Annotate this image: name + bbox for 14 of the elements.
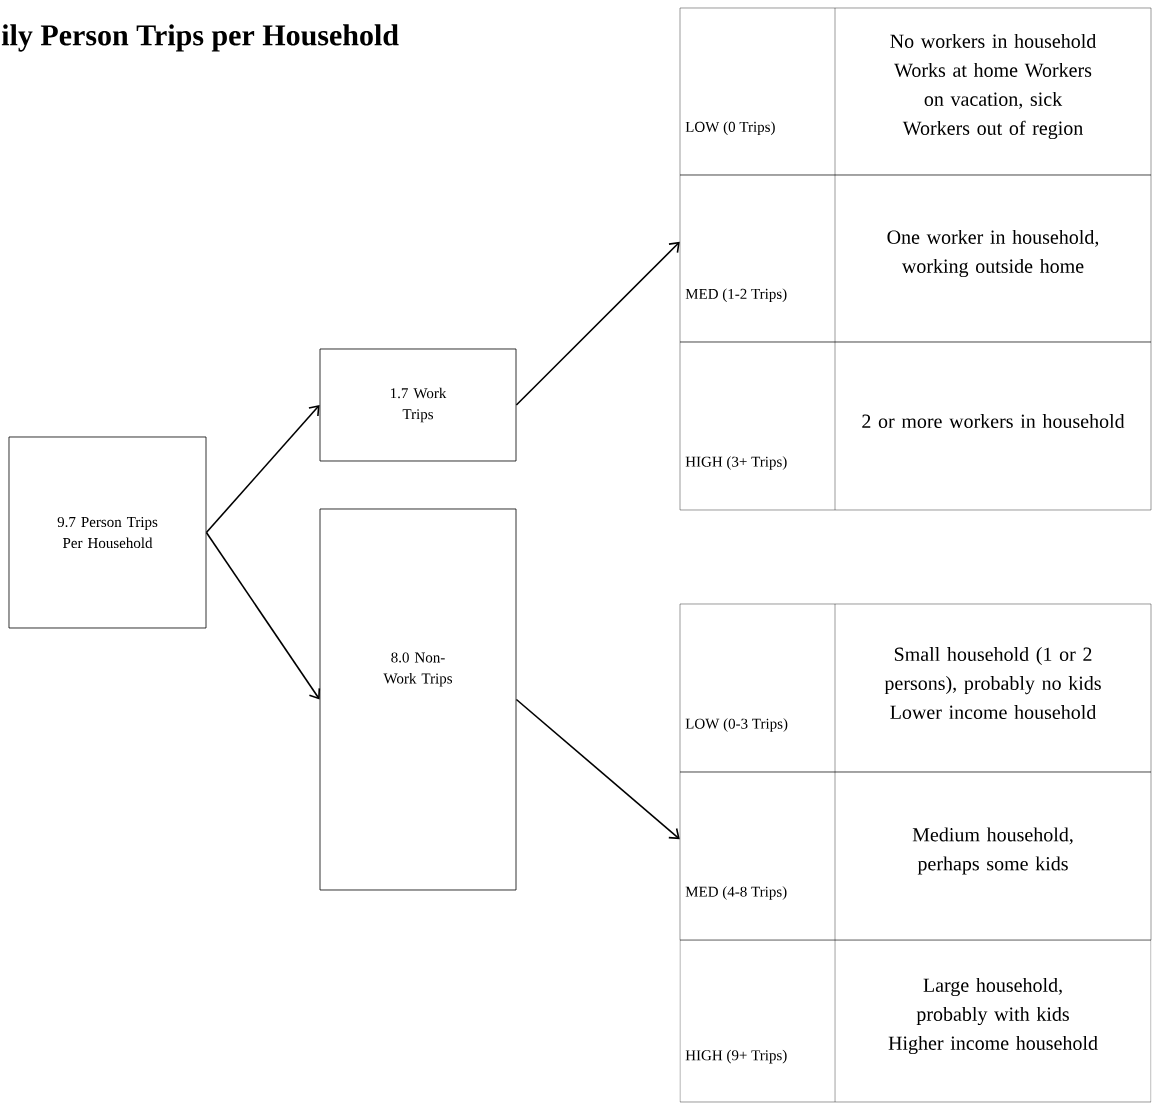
table-row: LOW (0 Trips) No workers in household Works at home Workers on vacation, sick Workers out of region	[679, 7, 1152, 176]
table-row: MED (4-8 Trips) Medium household, perhaps some kids	[679, 771, 1152, 941]
table-row: HIGH (9+ Trips) Large household, probably with kids Higher income household	[679, 939, 1152, 1103]
arrow	[515, 698, 680, 840]
title: ily Person Trips per Household	[1, 24, 399, 52]
arrow	[205, 531, 321, 700]
process-box: 8.0 Non-Work Trips	[319, 508, 517, 891]
table-row: LOW (0-3 Trips) Small household (1 or 2 persons), probably no kids Lower income household	[679, 603, 1152, 773]
process-box: 1.7 Work Trips	[319, 348, 517, 462]
arrow	[515, 241, 680, 406]
table-row: HIGH (3+ Trips) 2 or more workers in household	[679, 341, 1152, 511]
arrow	[205, 405, 320, 534]
process-box: 9.7 Person Trips Per Household	[8, 436, 207, 629]
table-row: MED (1-2 Trips) One worker in household, working outside home	[679, 174, 1152, 343]
